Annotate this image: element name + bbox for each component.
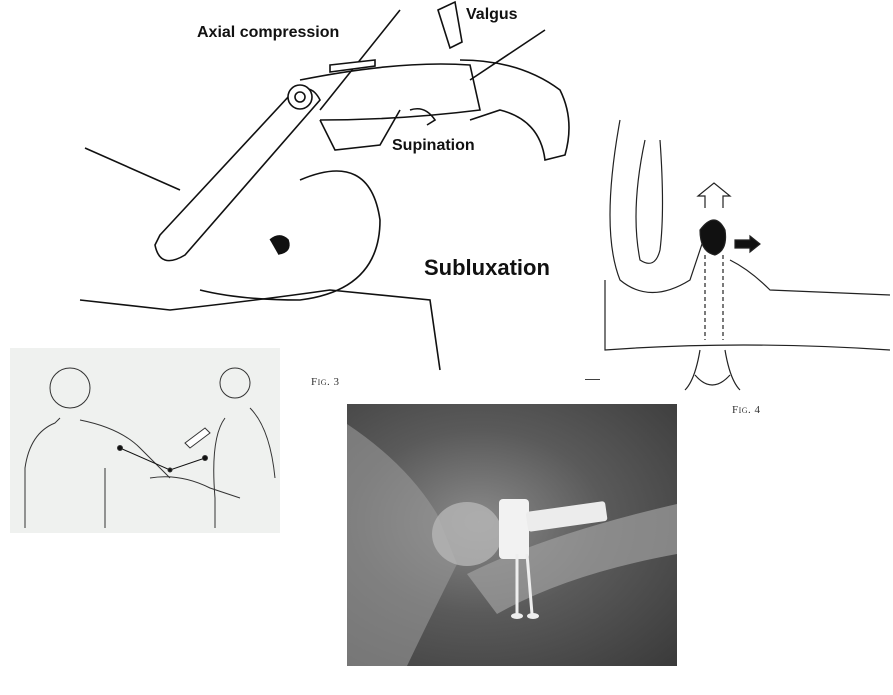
supination-label: Supination [392, 137, 475, 154]
clinical-exam-sketch [10, 348, 280, 533]
axial-compression-label: Axial compression [197, 24, 340, 41]
fig3-caption: Fig. 3 [311, 376, 340, 388]
implant-stem [525, 501, 608, 532]
radial-head-diagram [604, 119, 891, 391]
elbow-xray-with-radial-head-implant [347, 404, 677, 666]
pivot-shift-illustration [79, 0, 600, 380]
subluxation-label: Subluxation [424, 255, 550, 280]
implant-head [499, 499, 529, 559]
valgus-label: Valgus [466, 6, 518, 23]
fig4-caption: Fig. 4 [732, 404, 761, 416]
